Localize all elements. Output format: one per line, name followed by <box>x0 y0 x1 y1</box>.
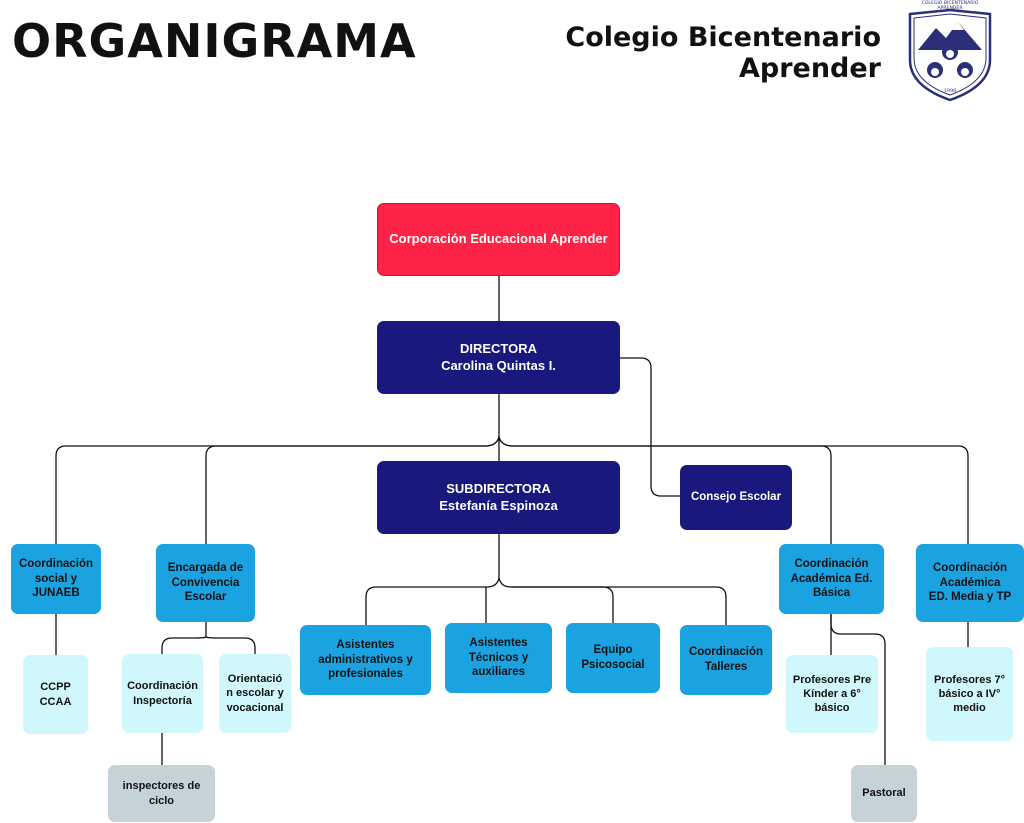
node-convivencia: Encargada de Convivencia Escolar <box>156 544 255 622</box>
school-name: Colegio Bicentenario Aprender <box>565 22 881 84</box>
node-consejo-escolar: Consejo Escolar <box>680 465 792 530</box>
crest-top-text: COLEGIO BICENTENARIO <box>922 0 979 6</box>
node-coord-social-line1: Coordinación <box>18 557 94 570</box>
node-asist-admin-line3: profesionales <box>328 668 403 681</box>
node-convivencia-line1: Encargada de <box>167 561 244 574</box>
node-ccpp-ccaa: CCPP CCAA <box>23 655 88 734</box>
crest-sub-text: APRENDER <box>937 5 963 11</box>
node-coord-basica-line1: Coordinación <box>794 557 869 570</box>
node-coord-inspectoria: Coordinación Inspectoría <box>122 654 203 733</box>
node-equipo-psico-line1: Equipo <box>593 644 633 657</box>
node-directora-line1: DIRECTORA <box>459 340 538 356</box>
node-asist-tecnicos-line3: auxiliares <box>471 666 526 679</box>
node-orientacion: Orientació n escolar y vocacional <box>219 654 291 733</box>
node-directora-line2: Carolina Quintas I. <box>441 357 556 373</box>
node-coord-media-line2: Académica <box>939 576 1001 589</box>
node-asistentes-tecnicos: Asistentes Técnicos y auxiliares <box>445 623 552 693</box>
node-equipo-psicosocial: Equipo Psicosocial <box>566 623 660 693</box>
school-name-line1: Colegio Bicentenario <box>565 22 881 53</box>
node-coord-basica-line2: Académica Ed. <box>790 572 873 585</box>
node-coord-talleres-line2: Talleres <box>704 661 748 673</box>
node-asist-admin-line1: Asistentes <box>336 638 395 651</box>
node-coord-basica-line3: Básica <box>812 587 851 600</box>
node-equipo-psico-line2: Psicosocial <box>581 659 645 671</box>
node-inspectoria-line1: Coordinación <box>127 680 198 693</box>
node-profesores-basica: Profesores Pre Kínder a 6° básico <box>786 655 878 733</box>
node-pastoral: Pastoral <box>851 765 917 822</box>
node-coord-social-line3: JUNAEB <box>32 587 80 600</box>
school-name-line2: Aprender <box>738 53 881 84</box>
school-crest-logo: COLEGIO BICENTENARIO APRENDER 1998 <box>908 0 992 102</box>
node-directora: DIRECTORA Carolina Quintas I. <box>377 321 620 394</box>
node-coord-basica: Coordinación Académica Ed. Básica <box>779 544 884 614</box>
node-inspectores-line2: ciclo <box>148 794 175 807</box>
crest-year: 1998 <box>944 88 957 94</box>
node-orientacion-line1: Orientació <box>227 673 283 686</box>
node-prof-media-line2: básico a IV° <box>938 687 1001 700</box>
node-asist-tecnicos-line2: Técnicos y <box>468 651 529 664</box>
node-inspectores-line1: inspectores de <box>122 780 201 793</box>
node-corporacion: Corporación Educacional Aprender <box>377 203 620 276</box>
node-inspectores-ciclo: inspectores de ciclo <box>108 765 215 822</box>
node-corporacion-label: Corporación Educacional Aprender <box>389 231 608 247</box>
node-profesores-media: Profesores 7° básico a IV° medio <box>926 647 1013 741</box>
node-prof-media-line3: medio <box>953 702 986 715</box>
node-coord-social: Coordinación social y JUNAEB <box>11 544 101 614</box>
node-coord-talleres-line1: Coordinación <box>688 646 764 659</box>
node-asist-admin-line2: administrativos y <box>318 653 413 666</box>
node-pastoral-label: Pastoral <box>862 787 906 800</box>
node-prof-media-line1: Profesores 7° <box>933 673 1006 686</box>
node-ccpp-line1: CCPP <box>40 681 71 694</box>
node-coord-talleres: Coordinación Talleres <box>680 625 772 695</box>
page-title: ORGANIGRAMA <box>12 14 417 68</box>
node-subdirectora-line1: SUBDIRECTORA <box>446 480 551 496</box>
node-consejo-label: Consejo Escolar <box>690 491 782 504</box>
node-orientacion-line3: vocacional <box>226 701 284 714</box>
node-inspectoria-line2: Inspectoría <box>133 694 192 707</box>
node-prof-basica-line1: Profesores Pre <box>792 673 872 686</box>
node-subdirectora: SUBDIRECTORA Estefanía Espinoza <box>377 461 620 534</box>
node-convivencia-line2: Convivencia <box>171 576 240 589</box>
node-coord-media: Coordinación Académica ED. Media y TP <box>916 544 1024 622</box>
node-orientacion-line2: n escolar y <box>226 687 284 700</box>
node-subdirectora-line2: Estefanía Espinoza <box>439 497 558 513</box>
node-asist-tecnicos-line1: Asistentes <box>469 636 528 649</box>
node-asistentes-admin: Asistentes administrativos y profesional… <box>300 625 431 695</box>
node-prof-basica-line3: básico <box>814 702 850 715</box>
node-coord-media-line1: Coordinación <box>932 561 1008 574</box>
node-convivencia-line3: Escolar <box>184 591 227 604</box>
node-prof-basica-line2: Kínder a 6° <box>803 687 861 700</box>
node-coord-social-line2: social y <box>34 572 78 585</box>
node-coord-media-line3: ED. Media y TP <box>928 591 1012 604</box>
node-ccpp-line2: CCAA <box>39 695 72 708</box>
